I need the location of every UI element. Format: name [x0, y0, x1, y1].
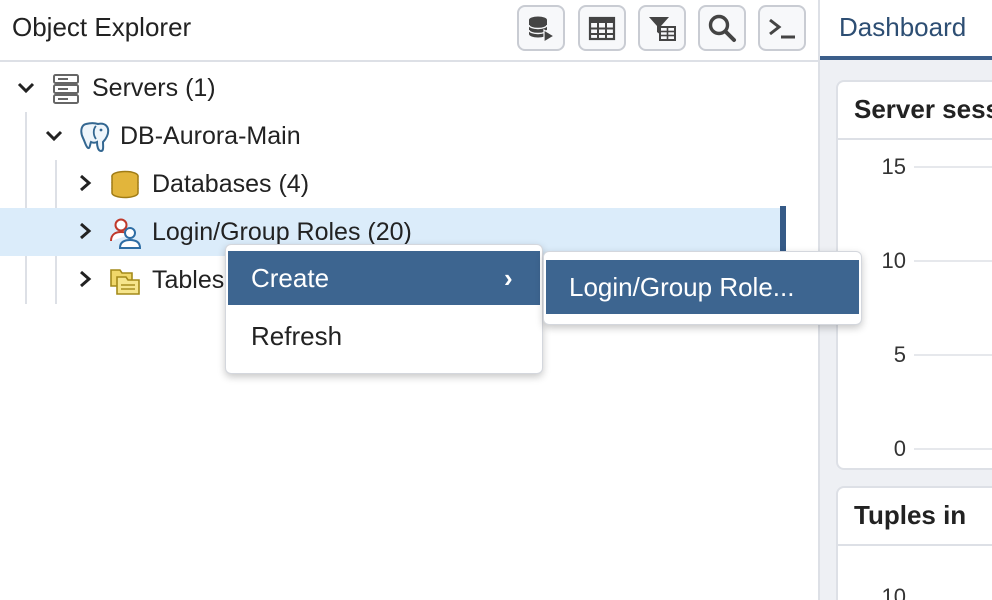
- card-divider: [838, 138, 992, 140]
- y-tick: 15: [881, 154, 906, 179]
- search-objects-button[interactable]: [698, 5, 746, 51]
- tab-dashboard[interactable]: Dashboard: [820, 0, 992, 60]
- y-tick: 10: [881, 248, 906, 273]
- tablespaces-icon: [108, 264, 142, 298]
- tab-dashboard-label: Dashboard: [839, 12, 967, 42]
- tuples-in-title: Tuples in: [854, 500, 967, 530]
- tree-label-servers: Servers (1): [92, 74, 216, 102]
- psql-tool-icon: [769, 18, 795, 39]
- view-data-button[interactable]: [578, 5, 626, 51]
- chevron-down-icon[interactable]: [43, 124, 65, 146]
- context-menu: Create › Refresh: [225, 244, 543, 374]
- grid-line: [914, 166, 992, 168]
- postgres-elephant-icon: [78, 120, 112, 154]
- tree-node-server[interactable]: DB-Aurora-Main: [0, 112, 786, 160]
- view-data-icon: [588, 16, 616, 41]
- menu-item-refresh[interactable]: Refresh: [228, 309, 540, 363]
- menu-item-login-group-role-label: Login/Group Role...: [569, 272, 795, 302]
- y-tick: 5: [893, 342, 906, 367]
- filter-rows-icon: [649, 17, 676, 41]
- databases-icon: [108, 168, 142, 202]
- chevron-right-icon[interactable]: [74, 172, 96, 194]
- y-tick: 10: [881, 584, 906, 600]
- tuples-in-card: Tuples in 10: [836, 486, 992, 600]
- grid-line: [914, 448, 992, 450]
- chevron-right-icon[interactable]: [74, 268, 96, 290]
- tree-label-login-group-roles: Login/Group Roles (20): [152, 218, 412, 246]
- tree-node-databases[interactable]: Databases (4): [0, 160, 786, 208]
- chevron-right-icon[interactable]: [74, 220, 96, 242]
- grid-line: [914, 354, 992, 356]
- menu-item-login-group-role[interactable]: Login/Group Role...: [546, 260, 859, 314]
- chevron-right-icon: ›: [504, 263, 513, 293]
- search-objects-icon: [708, 14, 736, 42]
- query-tool-icon: [528, 16, 556, 43]
- y-tick: 0: [893, 436, 906, 461]
- selection-indicator: [780, 206, 786, 260]
- card-divider: [838, 544, 992, 546]
- tree-label-databases: Databases (4): [152, 170, 310, 198]
- menu-item-create-label: Create: [251, 263, 330, 293]
- server-sessions-title: Server sessions: [854, 94, 992, 124]
- explorer-title: Object Explorer: [12, 12, 192, 42]
- menu-item-create[interactable]: Create ›: [228, 251, 540, 305]
- chevron-down-icon[interactable]: [15, 76, 37, 98]
- filter-rows-button[interactable]: [638, 5, 686, 51]
- servers-icon: [50, 72, 84, 106]
- tree-label-server: DB-Aurora-Main: [120, 122, 301, 150]
- create-submenu: Login/Group Role...: [543, 251, 862, 325]
- psql-tool-button[interactable]: [758, 5, 806, 51]
- menu-item-refresh-label: Refresh: [251, 321, 343, 351]
- grid-line: [914, 260, 992, 262]
- explorer-header: Object Explorer: [0, 0, 818, 62]
- tree-node-servers[interactable]: Servers (1): [0, 64, 786, 112]
- query-tool-button[interactable]: [517, 5, 565, 51]
- group-roles-icon: [108, 216, 142, 250]
- server-sessions-card: Server sessions 15 10 5 0: [836, 80, 992, 470]
